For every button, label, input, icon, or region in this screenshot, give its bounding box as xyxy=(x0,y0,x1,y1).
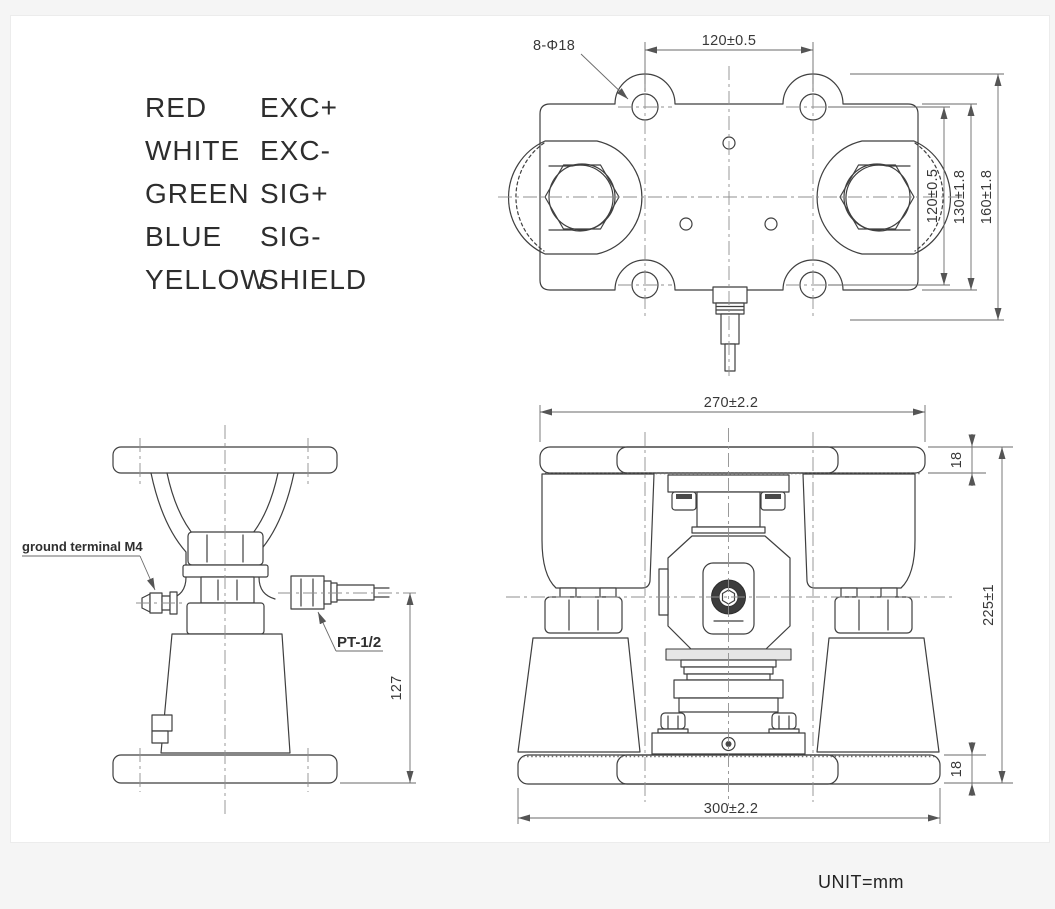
ground-terminal xyxy=(136,591,184,615)
side-view-drawing: 127 ground terminal M4 PT-1/2 xyxy=(22,425,416,815)
dim-top-plate-thickness: 18 xyxy=(949,452,965,469)
wire-signal: EXC- xyxy=(260,134,331,166)
wire-signal: SIG+ xyxy=(260,177,329,209)
dim-base-width: 300±2.2 xyxy=(704,801,758,817)
wire-color: WHITE xyxy=(145,134,241,166)
wire-color: YELLOW xyxy=(145,263,268,295)
top-view-drawing: 120±0.5 8-Φ18 120±0.5 130±1.8 160±1.8 xyxy=(498,33,1004,376)
wire-color: BLUE xyxy=(145,220,223,252)
wire-color: GREEN xyxy=(145,177,250,209)
legend-row: WHITE EXC- xyxy=(145,129,367,172)
legend-row: GREEN SIG+ xyxy=(145,172,367,215)
unit-note: UNIT=mm xyxy=(818,872,904,892)
dim-body-height: 130±1.8 xyxy=(952,170,968,224)
dim-hole-spacing-x: 120±0.5 xyxy=(702,33,756,49)
front-right-support xyxy=(802,473,940,753)
dim-hole-spacing-y: 120±0.5 xyxy=(925,169,941,223)
dim-cable-axis-height: 127 xyxy=(389,675,405,700)
label-conduit-thread: PT-1/2 xyxy=(337,634,381,651)
wire-color: RED xyxy=(145,91,208,123)
legend-row: RED EXC+ xyxy=(145,86,367,129)
dim-overall-height: 225±1 xyxy=(981,584,997,626)
legend-row: YELLOW SHIELD xyxy=(145,258,367,301)
label-ground-terminal: ground terminal M4 xyxy=(22,539,143,554)
cable-fitting-side-view xyxy=(290,575,390,610)
front-view-drawing: 270±2.2 300±2.2 18 225±1 18 xyxy=(506,395,1013,824)
wire-signal: SHIELD xyxy=(260,263,368,295)
front-left-support xyxy=(517,473,655,753)
dim-overall-height: 160±1.8 xyxy=(979,170,995,224)
wire-signal: SIG- xyxy=(260,220,322,252)
cable-gland-top-view xyxy=(712,286,748,372)
label-bolt-holes: 8-Φ18 xyxy=(533,38,575,54)
dim-base-plate-thickness: 18 xyxy=(949,761,965,778)
dim-top-plate-width: 270±2.2 xyxy=(704,395,758,411)
wire-signal: EXC+ xyxy=(260,91,338,123)
legend-row: BLUE SIG- xyxy=(145,215,367,258)
wiring-legend: RED EXC+ WHITE EXC- GREEN SIG+ BLUE SIG-… xyxy=(145,86,367,301)
